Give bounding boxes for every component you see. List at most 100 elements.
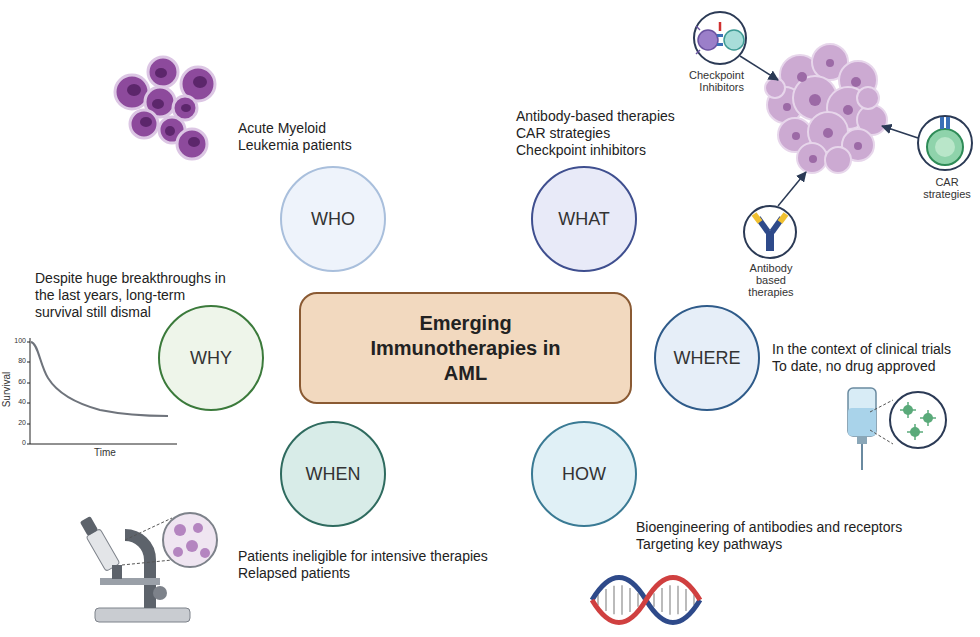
- question-circle: HOWBioengineering of antibodies and rece…: [531, 421, 637, 527]
- car-icon-part: [927, 129, 963, 165]
- dna-icon-part-part: [653, 593, 655, 606]
- description-line: Despite huge breakthroughs in the last y…: [35, 270, 230, 321]
- microscope-icon-part: [86, 529, 120, 572]
- icon-caption: Antibody based therapies: [740, 262, 802, 298]
- car-icon-part: [918, 116, 972, 170]
- checkpoint-icon-part: [694, 12, 746, 64]
- iv-bag-icon-part: [848, 408, 876, 436]
- tumor-nuclei: [783, 59, 862, 163]
- microscope-icon-part: [186, 540, 198, 552]
- tumor-cluster: [765, 44, 887, 173]
- tumor-nuclei-part: [826, 59, 834, 67]
- microscope-icon-part: [200, 548, 210, 558]
- iv-bag-icon-part: [848, 388, 876, 436]
- tumor-nuclei-part: [797, 72, 807, 82]
- survival-chart-part: [27, 342, 30, 343]
- question-circle: WHATAntibody-based therapiesCAR strategi…: [531, 166, 637, 272]
- survival-chart-part: [31, 342, 168, 416]
- leukemia-cells-part: [193, 76, 207, 88]
- axis-tick-label: 0: [10, 439, 26, 447]
- circle-label: WHEN: [306, 464, 361, 485]
- tumor-nuclei-part: [809, 94, 821, 106]
- pointer-arrow: [740, 56, 778, 80]
- axis-tick-label: 80: [10, 357, 26, 365]
- leukemia-cells-part: [148, 57, 178, 87]
- description-text: Acute Myeloid Leukemia patients: [238, 120, 368, 154]
- dna-icon-part-part: [637, 593, 639, 606]
- dna-icon-part-part: [621, 585, 623, 615]
- iv-bag-icon: [848, 388, 946, 470]
- description-line: To date, no drug approved: [772, 358, 951, 375]
- survival-chart-part: [27, 362, 30, 363]
- leukemia-cells: [115, 57, 215, 159]
- checkpoint-icon: [694, 12, 746, 64]
- dna-icon-part-part: [613, 586, 615, 615]
- description-line: Bioengineering of antibodies and recepto…: [636, 519, 902, 536]
- leukemia-cells-part: [127, 84, 141, 96]
- iv-bag-icon-part: [900, 402, 936, 440]
- microscope-icon-part: [173, 547, 183, 557]
- description-text: Bioengineering of antibodies and recepto…: [636, 519, 902, 553]
- tumor-nuclei-part: [792, 132, 800, 140]
- description-line: Relapsed patients: [238, 565, 488, 582]
- tumor-cluster-part: [825, 147, 851, 173]
- question-circle: WHENPatients ineligible for intensive th…: [280, 421, 386, 527]
- icon-caption: Checkpoint Inhibitors: [668, 69, 744, 93]
- title-box: Emerging Immunotherapies in AML: [299, 292, 632, 404]
- checkpoint-icon-part: [724, 30, 744, 50]
- iv-bag-icon-part: [857, 436, 867, 444]
- checkpoint-icon-part: [717, 34, 723, 37]
- description-line: Antibody-based therapies: [516, 108, 675, 125]
- leukemia-cells-part: [152, 99, 164, 109]
- question-circle: WHEREIn the context of clinical trialsTo…: [654, 305, 760, 411]
- iv-bag-icon-part: [870, 400, 893, 412]
- circle-label: WHAT: [558, 209, 610, 230]
- description-line: Checkpoint inhibitors: [516, 142, 675, 159]
- antibody-icon-part: [744, 206, 796, 258]
- survival-chart-part: [27, 403, 30, 404]
- tumor-nuclei-part: [851, 77, 861, 87]
- icon-caption: CAR strategies: [916, 176, 978, 200]
- microscope-icon-part: [95, 608, 190, 622]
- pointer-arrow: [778, 172, 806, 206]
- tumor-cluster-part: [797, 143, 827, 173]
- tumor-nuclei-part: [809, 155, 817, 163]
- leukemia-cells-part: [165, 126, 175, 136]
- pointer-arrow: [882, 126, 918, 138]
- antibody-icon-part: [754, 214, 760, 222]
- circle-label: WHY: [190, 348, 232, 369]
- iv-bag-icon-part-part: [907, 431, 923, 433]
- title-text: Emerging Immunotherapies in AML: [358, 311, 573, 386]
- survival-chart-part: [27, 383, 30, 384]
- survival-chart-part: [27, 444, 30, 445]
- description-text: Patients ineligible for intensive therap…: [238, 548, 488, 582]
- circle-label: WHO: [311, 209, 355, 230]
- car-icon-part: [946, 117, 950, 129]
- dna-icon-part-part: [597, 595, 599, 605]
- question-circle: WHYDespite huge breakthroughs in the las…: [158, 305, 264, 411]
- survival-chart-part: [30, 444, 177, 445]
- microscope-icon-part: [125, 535, 150, 608]
- axis-tick-label: 40: [10, 398, 26, 406]
- checkpoint-icon-part: [696, 50, 700, 54]
- antibody-icon-part: [766, 231, 774, 251]
- dna-icon-part-part: [605, 589, 607, 611]
- microscope-icon-part: [112, 565, 122, 579]
- dna-icon: [592, 578, 700, 623]
- dna-icon-part-part: [685, 589, 687, 611]
- iv-bag-icon-part-part: [920, 417, 936, 419]
- checkpoint-icon-part: [717, 43, 723, 46]
- axis-tick-label: 100: [10, 337, 26, 345]
- circle-label: WHERE: [674, 348, 741, 369]
- leukemia-cells-part: [155, 68, 167, 78]
- leukemia-cells-part: [181, 104, 191, 112]
- description-text: In the context of clinical trialsTo date…: [772, 341, 951, 375]
- tumor-nuclei-part: [854, 142, 862, 150]
- iv-bag-icon-part: [861, 444, 863, 470]
- dna-icon-part-part: [677, 586, 679, 615]
- question-circle: WHOAcute Myeloid Leukemia patients: [280, 166, 386, 272]
- microscope-icon: [80, 513, 217, 622]
- axis-tick-label: 20: [10, 419, 26, 427]
- description-line: Targeting key pathways: [636, 536, 902, 553]
